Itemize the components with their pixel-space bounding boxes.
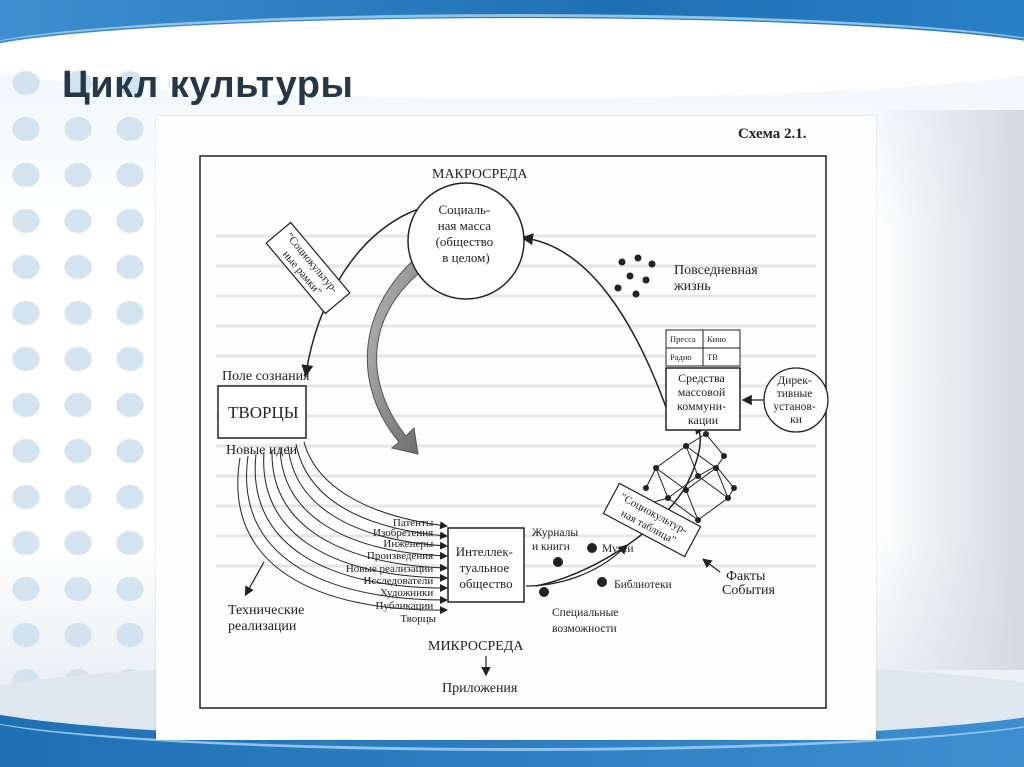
creators-label: ТВОРЦЫ (228, 403, 299, 422)
directives-label: Дирек- тивные установ- ки (773, 375, 818, 426)
svg-text:ТВ: ТВ (707, 352, 718, 362)
outer-frame (199, 155, 827, 709)
culture-cycle-diagram: Схема 2.1. МАКРОСРЕДА Социаль- ная масса… (199, 126, 829, 709)
technical-arrow (244, 561, 265, 597)
social-mass-label: Социаль- ная масса (общество в целом) (436, 202, 497, 265)
creators-box (217, 385, 307, 439)
scheme-label: Схема 2.1. (738, 126, 807, 142)
scheme-image: Схема 2.1. МАКРОСРЕДА Социаль- ная масса… (156, 116, 876, 740)
intellectual-society-box (447, 527, 525, 603)
facts-arrow (702, 558, 721, 573)
right-shade (874, 110, 1024, 670)
everyday-life-label: Повседневная жизнь (673, 263, 761, 294)
journals-label: Журналы и книги (532, 527, 581, 553)
big-flow-arrow (366, 255, 429, 455)
svg-text:Пресса: Пресса (670, 334, 696, 344)
field-of-consciousness-label: Поле сознания (222, 369, 310, 384)
journals-dot (553, 557, 563, 567)
arc-society-to-table (525, 544, 628, 587)
museums-dot (587, 543, 597, 553)
media-grid: Пресса Кино Радио ТВ (665, 329, 741, 367)
creations-list: Патенты Изобретения Инженеры Произведени… (346, 517, 437, 625)
everyday-life-dots (614, 254, 656, 298)
lattice-nodes (637, 431, 737, 523)
bottom-decor-line (0, 668, 1024, 751)
arc-media-to-mass (521, 233, 675, 431)
libraries-label: Библиотеки (614, 579, 672, 591)
new-ideas-label: Новые идеи (226, 443, 298, 458)
top-decor-line (0, 14, 1024, 97)
mass-media-label: Средства массовой коммуни- кации (677, 371, 729, 427)
applications-label: Приложения (442, 681, 518, 696)
arc-mass-to-creators (301, 205, 429, 377)
social-mass-circle (407, 182, 525, 300)
micro-label: МИКРОСРЕДА (428, 639, 524, 654)
mass-media-box (665, 367, 741, 431)
intellectual-society-label: Интеллек- туальное общество (456, 544, 516, 591)
slide-title: Цикл культуры (62, 64, 354, 106)
special-opportunities-label: Специальные возможности (552, 607, 621, 635)
creation-fan-lines (237, 441, 448, 615)
svg-text:Радио: Радио (670, 352, 692, 362)
dot-pattern (0, 60, 170, 700)
special-dot (539, 587, 549, 597)
technical-label: Технические реализации (228, 603, 308, 634)
macro-label: МАКРОСРЕДА (432, 167, 528, 182)
svg-text:Кино: Кино (707, 334, 726, 344)
facts-events-label: Факты События (722, 569, 775, 598)
libraries-dot (597, 577, 607, 587)
